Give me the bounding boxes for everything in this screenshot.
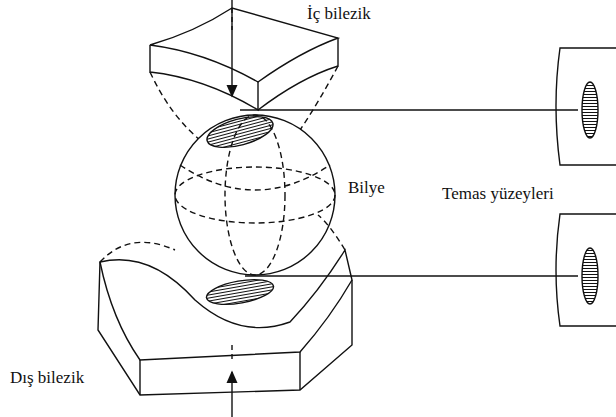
part-name: Bilye [346,178,387,198]
part-name: Dış bilezik [8,368,86,388]
part-name: İç bilezik [305,4,373,24]
part-name: Temas yüzeyleri [440,184,556,204]
